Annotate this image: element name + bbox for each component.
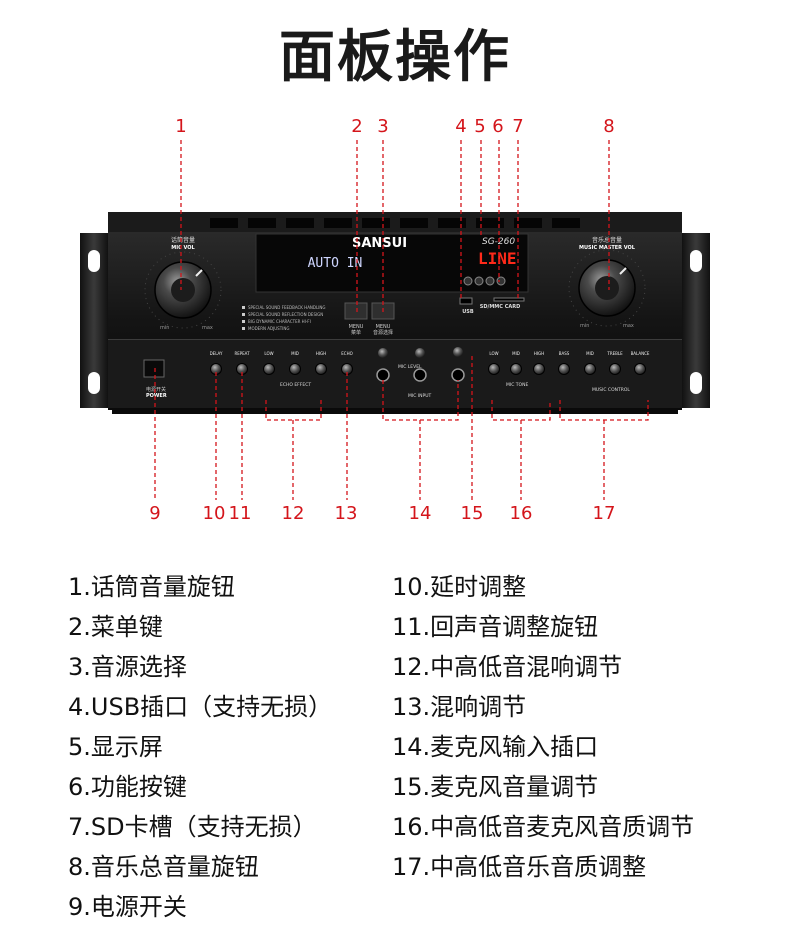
- callout-number: 6: [492, 116, 503, 137]
- echo-knob[interactable]: [289, 363, 301, 375]
- tone-knob[interactable]: [510, 363, 522, 375]
- callout-number: 15: [461, 503, 484, 524]
- tone-label: BASS: [559, 351, 570, 356]
- echo-knob-group[interactable]: DELAY REPEAT LOW MID HIGH ECHO: [210, 351, 353, 375]
- callout-number: 2: [351, 116, 362, 137]
- echo-knob[interactable]: [315, 363, 327, 375]
- svg-text:min: min: [580, 323, 589, 329]
- mic-input-jacks[interactable]: [376, 368, 465, 382]
- display-text: AUTO IN: [308, 256, 363, 271]
- echo-label: DELAY: [210, 351, 223, 356]
- svg-text:max: max: [202, 325, 213, 331]
- svg-text:min: min: [160, 325, 169, 331]
- svg-text:MUSIC CONTROL: MUSIC CONTROL: [592, 387, 630, 393]
- tone-label: LOW: [489, 351, 498, 356]
- sd-card-slot[interactable]: [493, 297, 525, 302]
- tone-knob[interactable]: [584, 363, 596, 375]
- tone-label: TREBLE: [606, 351, 623, 356]
- callout-number: 17: [593, 503, 616, 524]
- svg-text:话筒音量: 话筒音量: [171, 236, 195, 244]
- callout-number: 12: [282, 503, 305, 524]
- svg-text:MIC VOL: MIC VOL: [171, 245, 195, 251]
- callout-number: 11: [229, 503, 252, 524]
- svg-text:音乐总音量: 音乐总音量: [592, 236, 622, 244]
- svg-text:MODERN ADJUSTING: MODERN ADJUSTING: [248, 326, 289, 331]
- svg-text:SD/MMC CARD: SD/MMC CARD: [480, 304, 520, 310]
- echo-label: MID: [291, 351, 299, 356]
- svg-text:max: max: [623, 323, 634, 329]
- legend_right-item: 12.中高低音混响调节: [392, 653, 623, 681]
- svg-text:电源开关: 电源开关: [146, 386, 166, 393]
- svg-text:MIC TONE: MIC TONE: [506, 382, 528, 388]
- svg-text:音源选择: 音源选择: [373, 329, 393, 336]
- callout-number: 8: [603, 116, 614, 137]
- legend_right-item: 13.混响调节: [392, 693, 527, 721]
- legend_right-item: 17.中高低音乐音质调整: [392, 853, 647, 881]
- power-switch[interactable]: [143, 359, 165, 378]
- tone-label: BALANCE: [631, 351, 650, 356]
- legend_left-item: 5.显示屏: [68, 733, 163, 761]
- svg-text:MIC INPUT: MIC INPUT: [408, 393, 431, 399]
- legend_right-item: 15.麦克风音量调节: [392, 773, 599, 801]
- echo-label: ECHO: [341, 351, 352, 356]
- echo-label: REPEAT: [234, 351, 250, 356]
- callout-number: 5: [474, 116, 485, 137]
- svg-text:MUSIC MASTER VOL: MUSIC MASTER VOL: [579, 245, 636, 251]
- svg-text:MIC LEVEL: MIC LEVEL: [398, 364, 422, 370]
- svg-text:ECHO EFFECT: ECHO EFFECT: [280, 382, 311, 388]
- svg-text:USB: USB: [462, 309, 474, 315]
- legend_left-item: 2.菜单键: [68, 613, 163, 641]
- function-buttons[interactable]: [463, 276, 506, 286]
- mic-volume-knob[interactable]: [144, 251, 222, 329]
- callout-number: 1: [175, 116, 186, 137]
- callout-number: 10: [203, 503, 226, 524]
- tone-knob[interactable]: [533, 363, 545, 375]
- legend_left-item: 4.USB插口（支持无损）: [68, 693, 333, 721]
- svg-text:MENU: MENU: [349, 324, 364, 330]
- svg-text:菜单: 菜单: [351, 329, 361, 336]
- legend_left-item: 1.话筒音量旋钮: [68, 573, 235, 601]
- usb-port[interactable]: [459, 297, 473, 305]
- svg-text:BIG DYNAMIC CHARACTER HI-FI: BIG DYNAMIC CHARACTER HI-FI: [248, 319, 311, 324]
- legend_left-item: 3.音源选择: [68, 653, 187, 681]
- tone-knob[interactable]: [488, 363, 500, 375]
- svg-text:MENU: MENU: [376, 324, 391, 330]
- legend_left-item: 8.音乐总音量旋钮: [68, 853, 259, 881]
- led-display: LINE: [478, 249, 517, 268]
- legend_right-item: 10.延时调整: [392, 573, 527, 601]
- callout-number: 13: [335, 503, 358, 524]
- brand-logo: SANSUI: [352, 236, 407, 251]
- svg-text:POWER: POWER: [146, 393, 167, 399]
- tone-label: HIGH: [534, 351, 544, 356]
- callout-number: 9: [149, 503, 160, 524]
- echo-label: HIGH: [316, 351, 326, 356]
- legend_right-item: 11.回声音调整旋钮: [392, 613, 599, 641]
- menu-button[interactable]: [344, 302, 368, 320]
- callout-number: 7: [512, 116, 523, 137]
- tone-knob-group[interactable]: LOW MID HIGH BASS MID TREBLE BALANCE: [488, 351, 650, 375]
- callout-number: 3: [377, 116, 388, 137]
- legend_right-item: 14.麦克风输入插口: [392, 733, 599, 761]
- page-title: 面板操作: [279, 25, 511, 90]
- tone-label: MID: [586, 351, 594, 356]
- tone-knob[interactable]: [634, 363, 646, 375]
- tone-knob[interactable]: [609, 363, 621, 375]
- music-master-volume-knob[interactable]: [568, 249, 646, 327]
- legend_left-item: 7.SD卡槽（支持无损）: [68, 813, 317, 841]
- legend_left-item: 9.电源开关: [68, 893, 187, 921]
- echo-label: LOW: [264, 351, 273, 356]
- tone-knob[interactable]: [558, 363, 570, 375]
- legend_left-item: 6.功能按键: [68, 773, 187, 801]
- callout-number: 14: [409, 503, 432, 524]
- svg-text:SPECIAL SOUND FEEDBACK HANDLIN: SPECIAL SOUND FEEDBACK HANDLING: [248, 305, 326, 310]
- tone-label: MID: [512, 351, 520, 356]
- svg-text:SPECIAL SOUND REFLECTION DESIG: SPECIAL SOUND REFLECTION DESIGN: [248, 312, 323, 317]
- mic-level-knobs[interactable]: [378, 347, 463, 358]
- amplifier-front-panel: AUTO IN SANSUI SG-260 LINE MENU 菜单 MENU …: [80, 116, 710, 524]
- callout-number: 16: [510, 503, 533, 524]
- echo-knob[interactable]: [263, 363, 275, 375]
- callout-lines: [154, 140, 649, 500]
- callout-number: 4: [455, 116, 466, 137]
- legend_right-item: 16.中高低音麦克风音质调节: [392, 813, 695, 841]
